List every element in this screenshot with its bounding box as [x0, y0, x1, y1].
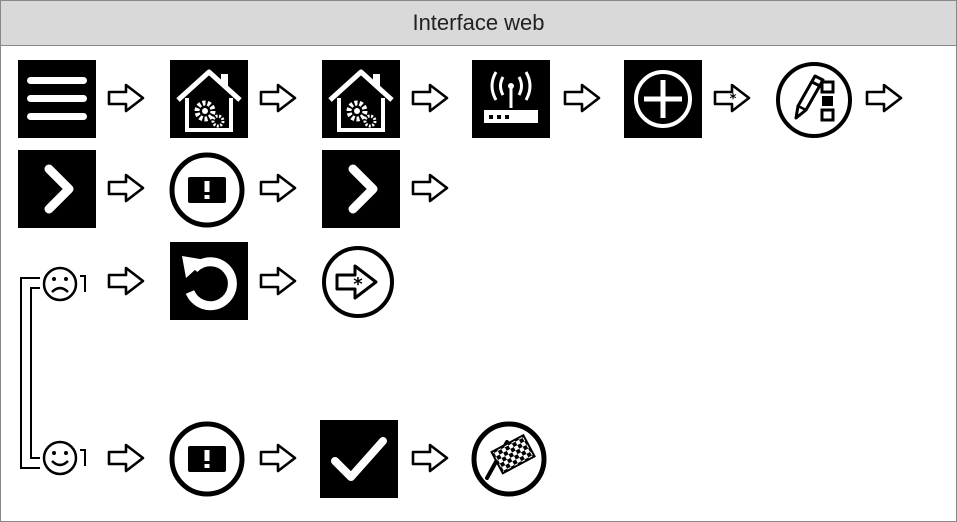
arrow-icon [410, 173, 450, 203]
menu-icon [18, 60, 96, 138]
header-title: Interface web [1, 1, 956, 46]
edit-list-icon [774, 60, 854, 140]
plus-circle-icon [624, 60, 702, 138]
branch-bracket [18, 276, 42, 470]
arrow-icon [410, 83, 450, 113]
svg-text:*: * [353, 274, 363, 295]
svg-text:*: * [730, 92, 737, 107]
arrow-icon [864, 83, 904, 113]
undo-icon [170, 242, 248, 320]
arrow-icon [258, 83, 298, 113]
arrow-star-circle-icon: * [320, 244, 396, 320]
home-settings-icon [170, 60, 248, 138]
chevron-right-icon [322, 150, 400, 228]
alert-circle-icon [168, 420, 246, 498]
router-icon [472, 60, 550, 138]
checkmark-icon [320, 420, 398, 498]
home-settings-icon [322, 60, 400, 138]
arrow-icon [562, 83, 602, 113]
sad-face-icon [40, 264, 92, 304]
arrow-icon [410, 443, 450, 473]
chevron-right-icon [18, 150, 96, 228]
arrow-icon [106, 83, 146, 113]
arrow-icon [258, 443, 298, 473]
arrow-icon [106, 173, 146, 203]
arrow-icon [258, 173, 298, 203]
arrow-icon [106, 266, 146, 296]
checkered-flag-icon [470, 420, 548, 498]
smiley-face-icon [40, 438, 92, 478]
arrow-star-icon: * [712, 83, 752, 113]
alert-circle-icon [168, 151, 246, 229]
arrow-icon [106, 443, 146, 473]
arrow-icon [258, 266, 298, 296]
